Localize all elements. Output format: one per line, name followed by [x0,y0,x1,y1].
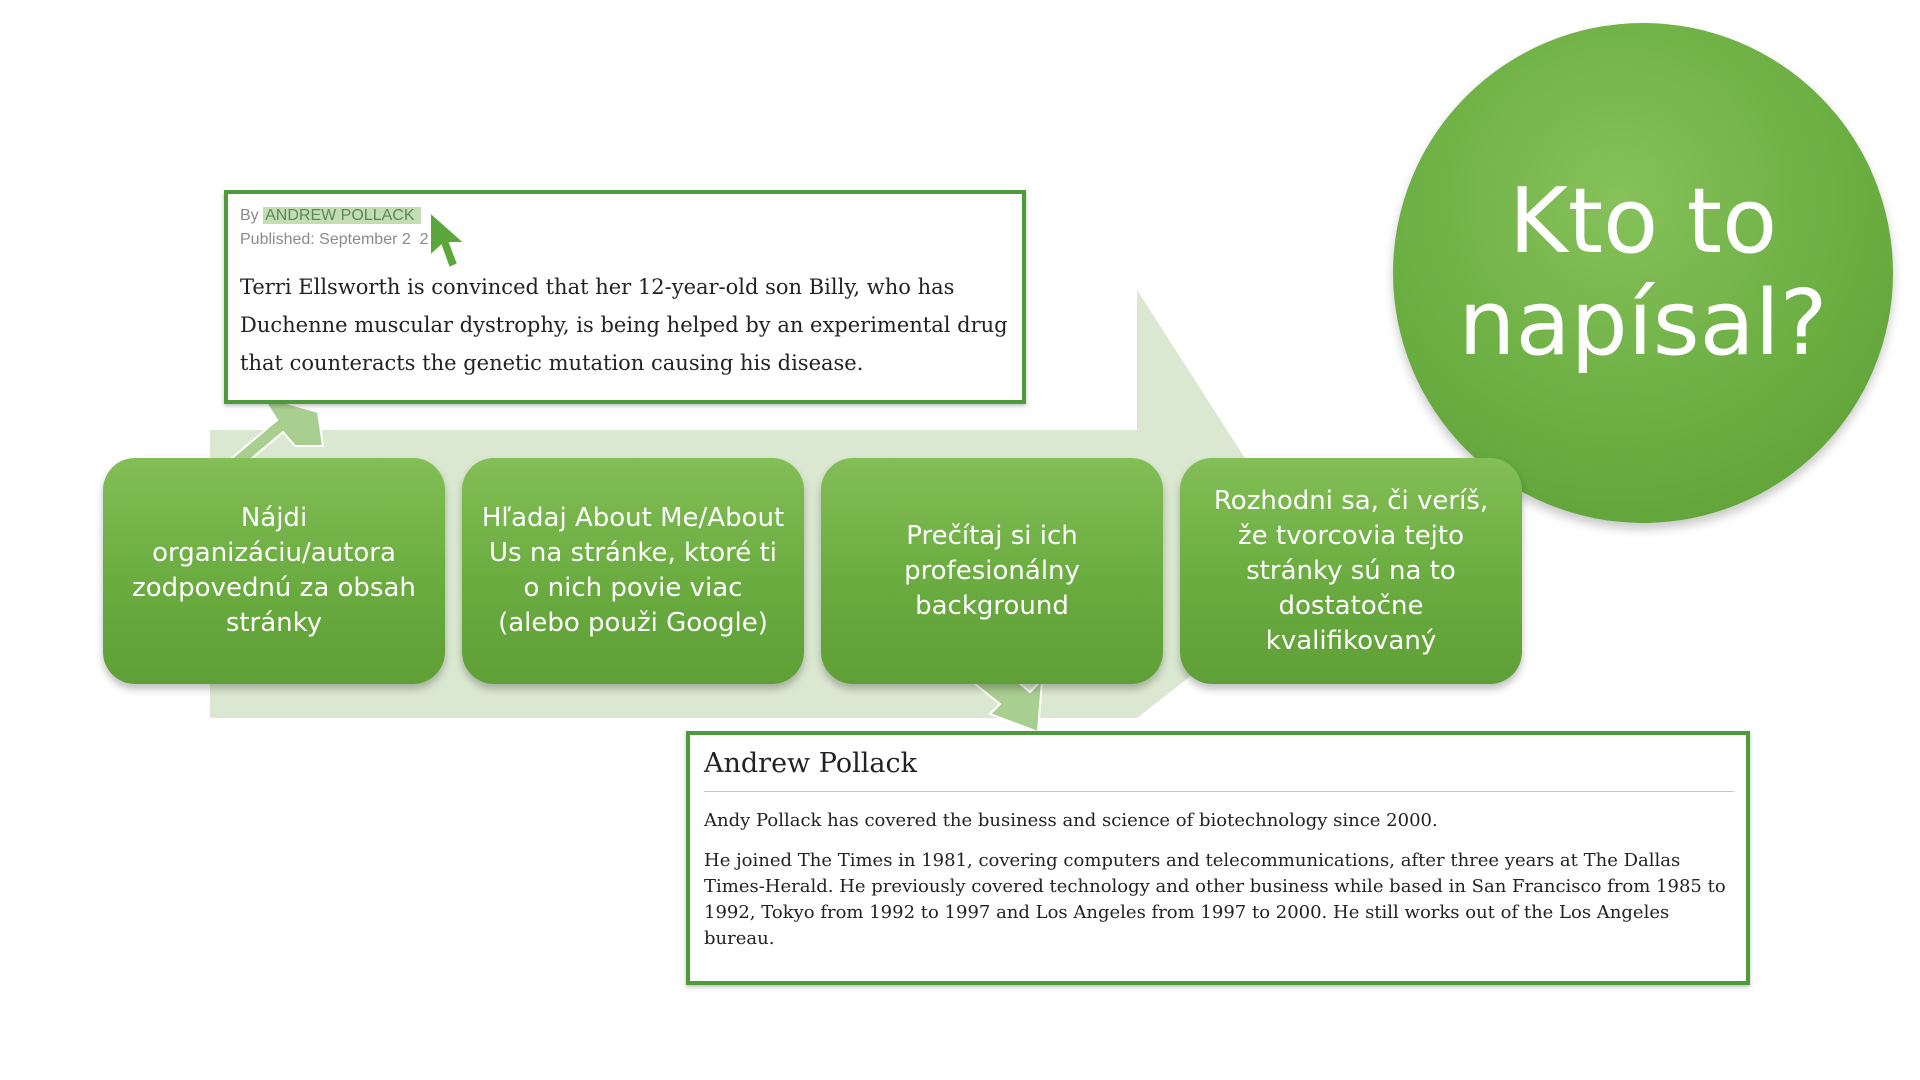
byline-prefix: By [240,207,259,224]
step-label: Hľadaj About Me/About Us na stránke, kto… [481,503,785,638]
step-read-background: Prečítaj si ich profesionálny background [821,458,1163,684]
step-label: Nájdi organizáciu/autora zodpovednú za o… [132,503,416,638]
published-date: Published: September 2 2013 [240,231,456,248]
byline: By ANDREW POLLACK [240,204,1010,228]
arrow-up-icon [230,394,325,472]
step-decide-trust: Rozhodni sa, či veríš, že tvorcovia tejt… [1180,458,1522,684]
author-link[interactable]: ANDREW POLLACK [263,207,421,224]
slide-title: Kto to napísal? [1458,169,1828,376]
mouse-pointer-icon [429,210,468,270]
step-find-author: Nájdi organizáciu/autora zodpovednú za o… [103,458,445,684]
bio-paragraph: Andy Pollack has covered the business an… [704,810,1438,831]
article-snippet: By ANDREW POLLACK Published: September 2… [224,190,1026,404]
step-about-page: Hľadaj About Me/About Us na stránke, kto… [462,458,804,684]
bio-paragraph: He joined The Times in 1981, covering co… [704,850,1726,949]
step-label: Rozhodni sa, či veríš, že tvorcovia tejt… [1213,485,1489,656]
title-circle: Kto to napísal? [1393,23,1893,523]
author-bio-snippet: Andrew Pollack Andy Pollack has covered … [686,731,1750,985]
article-lead-text: Terri Ellsworth is convinced that her 12… [240,275,1008,375]
bio-heading: Andrew Pollack [704,745,1734,792]
step-label: Prečítaj si ich profesionálny background [904,520,1080,621]
